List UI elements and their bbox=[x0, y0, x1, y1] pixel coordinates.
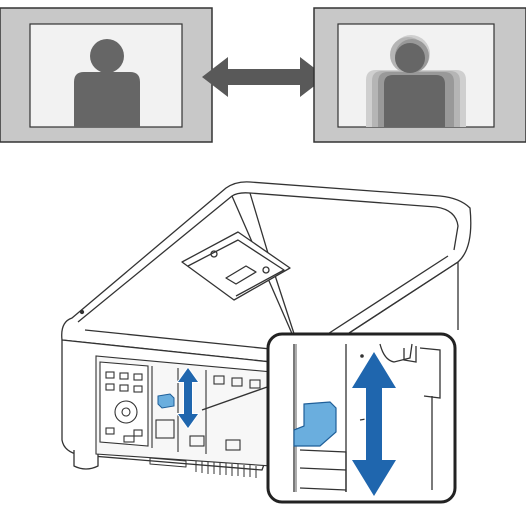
person-silhouette-icon bbox=[74, 39, 140, 127]
zoom-inset bbox=[266, 332, 457, 504]
vertical-double-arrow-icon bbox=[349, 349, 399, 499]
focus-lever-small bbox=[157, 393, 175, 409]
blurred-image-panel bbox=[313, 7, 526, 143]
sharp-image-panel bbox=[0, 7, 213, 143]
blurred-person-silhouette-icon bbox=[366, 35, 466, 127]
vertical-double-arrow-icon bbox=[176, 366, 200, 430]
focus-lever bbox=[293, 401, 337, 447]
double-arrow-icon bbox=[202, 57, 326, 97]
